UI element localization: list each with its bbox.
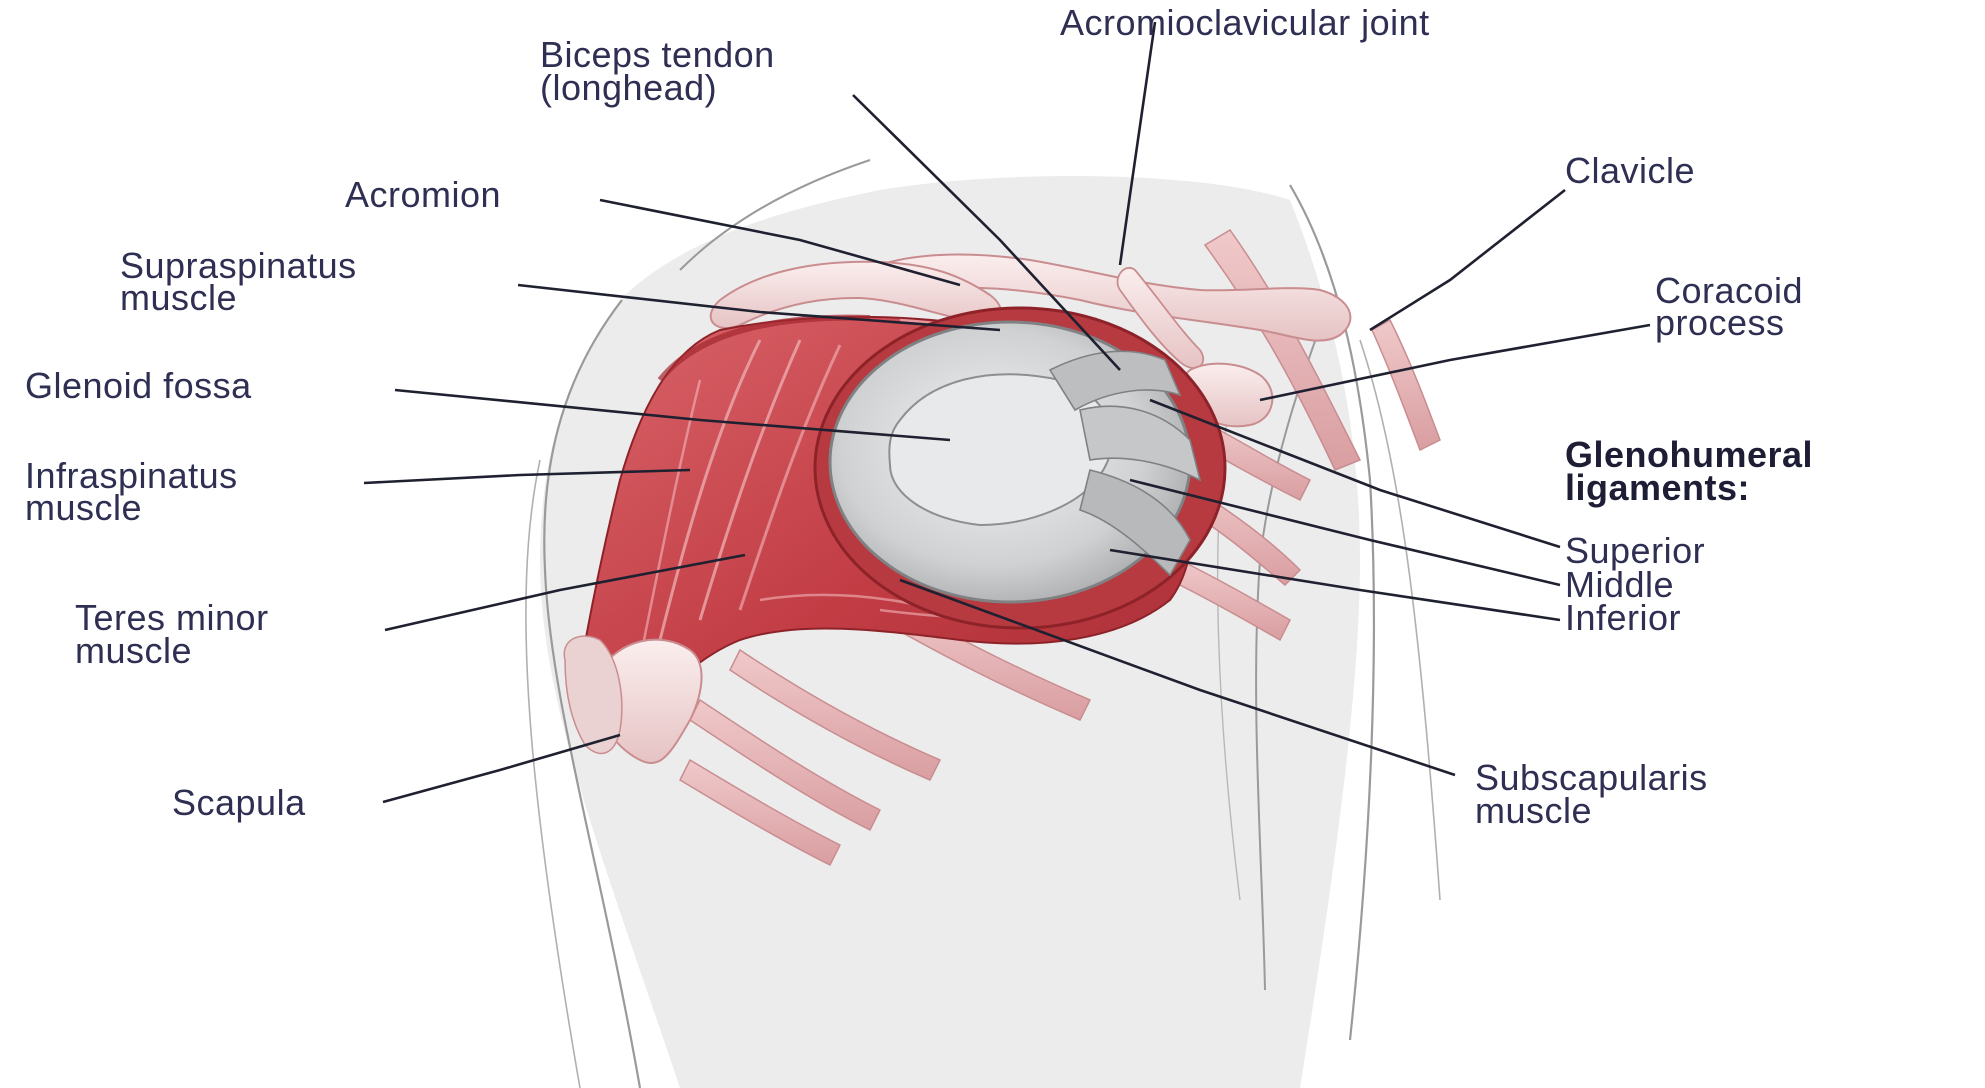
label-glenoid-fossa: Glenoid fossa (25, 365, 252, 406)
label-acromioclavicular-joint: Acromioclavicular joint (1060, 2, 1430, 43)
label-subscapularis-muscle: muscle (1475, 790, 1592, 831)
label-supraspinatus-muscle: muscle (120, 277, 237, 318)
label-longhead: (longhead) (540, 67, 717, 108)
label-scapula: Scapula (172, 782, 306, 823)
label-teres-minor-muscle: muscle (75, 630, 192, 671)
label-infraspinatus-muscle: muscle (25, 487, 142, 528)
label-clavicle: Clavicle (1565, 150, 1695, 191)
label-coracoid-process: process (1655, 302, 1785, 343)
glenoid-fossa (815, 308, 1225, 628)
label-acromion: Acromion (345, 174, 501, 215)
label-inferior: Inferior (1565, 597, 1681, 638)
label-ligaments: ligaments: (1565, 467, 1750, 508)
